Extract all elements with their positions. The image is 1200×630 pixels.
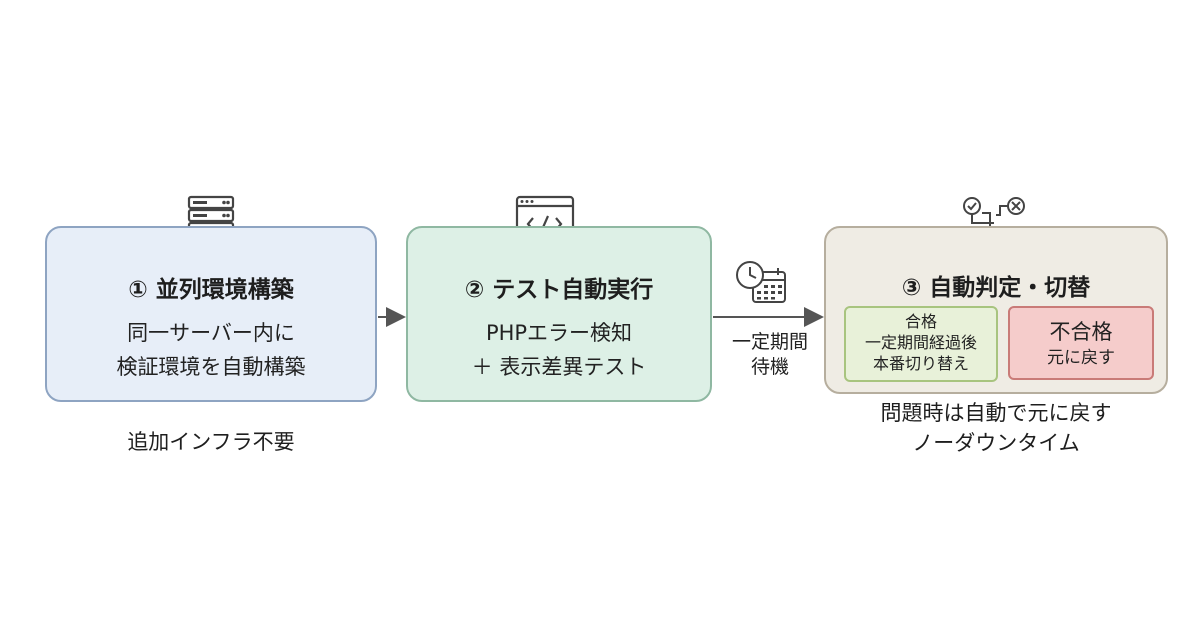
step-2-body-line-1: PHPエラー検知 [485, 321, 633, 345]
wait-label: 一定期間 待機 [715, 330, 825, 380]
step-2-title: ② テスト自動実行 [464, 277, 654, 303]
step-2-body-line-2: ＋ 表示差異テスト [471, 355, 647, 379]
step-3-box: ③ 自動判定・切替 合格 一定期間経過後 本番切り替え 不合格 元に戻す [824, 226, 1168, 394]
step-1-body-line-1: 同一サーバー内に [127, 321, 295, 345]
fail-box: 不合格 元に戻す [1008, 306, 1154, 380]
clock-calendar-icon [736, 261, 786, 303]
step-1-caption: 追加インフラ不要 [127, 430, 295, 454]
fail-label: 不合格 [1049, 320, 1113, 344]
wait-label-line-1: 一定期間 [731, 331, 808, 353]
wait-label-line-2: 待機 [750, 356, 789, 378]
step-3-title: ③ 自動判定・切替 [901, 275, 1091, 301]
step-3-caption-line-2: ノーダウンタイム [912, 431, 1080, 455]
step-2-box: ② テスト自動実行 PHPエラー検知 ＋ 表示差異テスト [406, 226, 712, 402]
step-2-body: PHPエラー検知 ＋ 表示差異テスト [408, 316, 710, 384]
step-1-body: 同一サーバー内に 検証環境を自動構築 [47, 316, 375, 384]
step-3-caption: 問題時は自動で元に戻す ノーダウンタイム [824, 398, 1168, 458]
step-1-body-line-2: 検証環境を自動構築 [116, 355, 306, 379]
step-1-box: ① 並列環境構築 同一サーバー内に 検証環境を自動構築 [45, 226, 377, 402]
pass-detail-line-1: 一定期間経過後 [864, 333, 977, 352]
pass-label: 合格 [904, 312, 937, 331]
pass-detail-line-2: 本番切り替え [872, 354, 969, 373]
pass-box: 合格 一定期間経過後 本番切り替え [844, 306, 998, 382]
step-3-caption-line-1: 問題時は自動で元に戻す [880, 401, 1112, 425]
fail-detail: 元に戻す [1047, 348, 1115, 368]
step-1-title: ① 並列環境構築 [128, 277, 294, 303]
